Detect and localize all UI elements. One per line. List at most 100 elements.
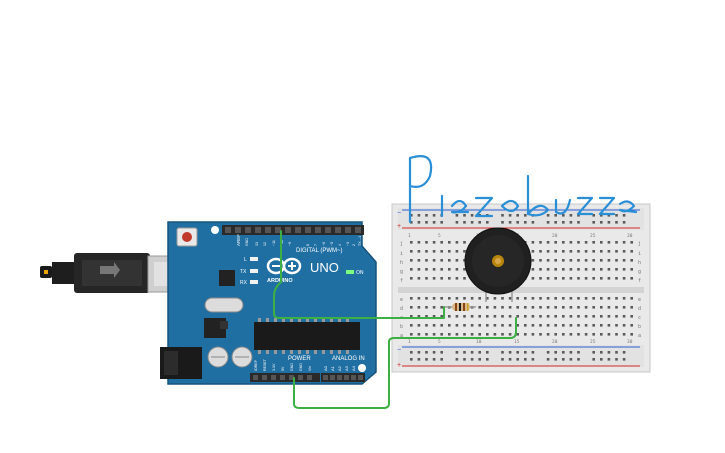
- breadboard-hole[interactable]: [600, 277, 603, 280]
- breadboard-hole[interactable]: [501, 315, 504, 318]
- breadboard-hole[interactable]: [425, 351, 428, 354]
- breadboard-hole[interactable]: [417, 268, 421, 271]
- breadboard-hole[interactable]: [615, 306, 618, 309]
- breadboard-hole[interactable]: [592, 333, 595, 336]
- breadboard-hole[interactable]: [607, 241, 611, 244]
- breadboard-hole[interactable]: [546, 333, 550, 336]
- breadboard-hole[interactable]: [539, 315, 542, 318]
- breadboard-hole[interactable]: [463, 351, 466, 354]
- breadboard-hole[interactable]: [440, 250, 443, 253]
- breadboard-hole[interactable]: [455, 268, 459, 271]
- breadboard-hole[interactable]: [448, 241, 451, 244]
- breadboard-hole[interactable]: [463, 333, 466, 336]
- breadboard-hole[interactable]: [501, 214, 504, 217]
- breadboard-hole[interactable]: [622, 268, 626, 271]
- breadboard-hole[interactable]: [630, 306, 633, 309]
- breadboard-hole[interactable]: [592, 358, 595, 361]
- breadboard-hole[interactable]: [531, 358, 535, 361]
- breadboard-hole[interactable]: [417, 221, 421, 224]
- breadboard-hole[interactable]: [554, 297, 557, 300]
- breadboard-hole[interactable]: [546, 268, 550, 271]
- breadboard-hole[interactable]: [448, 277, 451, 280]
- breadboard-hole[interactable]: [425, 241, 428, 244]
- breadboard-hole[interactable]: [615, 250, 618, 253]
- breadboard-hole[interactable]: [486, 351, 489, 354]
- breadboard-hole[interactable]: [440, 241, 443, 244]
- breadboard-hole[interactable]: [569, 241, 573, 244]
- breadboard-hole[interactable]: [592, 250, 595, 253]
- breadboard-hole[interactable]: [539, 259, 542, 262]
- breadboard-hole[interactable]: [615, 315, 618, 318]
- breadboard-hole[interactable]: [539, 306, 542, 309]
- breadboard-hole[interactable]: [432, 241, 436, 244]
- breadboard-hole[interactable]: [600, 306, 603, 309]
- breadboard-hole[interactable]: [622, 358, 626, 361]
- breadboard-hole[interactable]: [615, 297, 618, 300]
- breadboard-hole[interactable]: [432, 358, 436, 361]
- breadboard-hole[interactable]: [531, 351, 535, 354]
- breadboard-hole[interactable]: [455, 241, 459, 244]
- breadboard-hole[interactable]: [501, 351, 504, 354]
- breadboard-hole[interactable]: [622, 250, 626, 253]
- breadboard-hole[interactable]: [569, 297, 573, 300]
- breadboard-hole[interactable]: [493, 315, 497, 318]
- breadboard-hole[interactable]: [501, 221, 504, 224]
- breadboard-hole[interactable]: [584, 324, 588, 327]
- breadboard-hole[interactable]: [607, 306, 611, 309]
- breadboard-hole[interactable]: [440, 333, 443, 336]
- breadboard-hole[interactable]: [554, 333, 557, 336]
- breadboard-hole[interactable]: [516, 324, 519, 327]
- breadboard-hole[interactable]: [410, 221, 413, 224]
- breadboard-hole[interactable]: [425, 221, 428, 224]
- breadboard-hole[interactable]: [463, 324, 466, 327]
- breadboard-hole[interactable]: [546, 297, 550, 300]
- breadboard-hole[interactable]: [417, 259, 421, 262]
- breadboard-hole[interactable]: [569, 221, 573, 224]
- breadboard-hole[interactable]: [584, 297, 588, 300]
- breadboard[interactable]: − + − + j i h g f e d c b a j i h g f e: [391, 203, 651, 373]
- breadboard-hole[interactable]: [410, 324, 413, 327]
- breadboard-hole[interactable]: [607, 277, 611, 280]
- breadboard-hole[interactable]: [417, 351, 421, 354]
- breadboard-hole[interactable]: [501, 358, 504, 361]
- breadboard-hole[interactable]: [455, 250, 459, 253]
- breadboard-hole[interactable]: [569, 351, 573, 354]
- breadboard-hole[interactable]: [432, 250, 436, 253]
- breadboard-hole[interactable]: [546, 241, 550, 244]
- breadboard-hole[interactable]: [417, 250, 421, 253]
- breadboard-hole[interactable]: [440, 277, 443, 280]
- breadboard-hole[interactable]: [622, 241, 626, 244]
- breadboard-hole[interactable]: [569, 268, 573, 271]
- breadboard-hole[interactable]: [531, 333, 535, 336]
- breadboard-hole[interactable]: [546, 306, 550, 309]
- breadboard-hole[interactable]: [463, 221, 466, 224]
- breadboard-hole[interactable]: [607, 324, 611, 327]
- breadboard-hole[interactable]: [554, 306, 557, 309]
- piezo-buzzer[interactable]: [464, 227, 532, 302]
- breadboard-hole[interactable]: [440, 315, 443, 318]
- bottom-power-rail[interactable]: [398, 345, 644, 367]
- breadboard-hole[interactable]: [577, 250, 580, 253]
- breadboard-hole[interactable]: [470, 324, 474, 327]
- breadboard-hole[interactable]: [615, 221, 618, 224]
- breadboard-hole[interactable]: [554, 214, 557, 217]
- breadboard-hole[interactable]: [432, 333, 436, 336]
- breadboard-hole[interactable]: [455, 351, 459, 354]
- breadboard-hole[interactable]: [455, 214, 459, 217]
- breadboard-hole[interactable]: [524, 306, 527, 309]
- breadboard-hole[interactable]: [607, 297, 611, 300]
- breadboard-hole[interactable]: [562, 259, 565, 262]
- breadboard-hole[interactable]: [584, 333, 588, 336]
- breadboard-hole[interactable]: [554, 315, 557, 318]
- breadboard-hole[interactable]: [592, 297, 595, 300]
- breadboard-hole[interactable]: [531, 241, 535, 244]
- breadboard-hole[interactable]: [607, 221, 611, 224]
- breadboard-hole[interactable]: [448, 333, 451, 336]
- breadboard-hole[interactable]: [630, 241, 633, 244]
- breadboard-hole[interactable]: [562, 315, 565, 318]
- breadboard-hole[interactable]: [546, 214, 550, 217]
- breadboard-hole[interactable]: [470, 351, 474, 354]
- breadboard-hole[interactable]: [562, 221, 565, 224]
- breadboard-hole[interactable]: [539, 333, 542, 336]
- breadboard-hole[interactable]: [554, 241, 557, 244]
